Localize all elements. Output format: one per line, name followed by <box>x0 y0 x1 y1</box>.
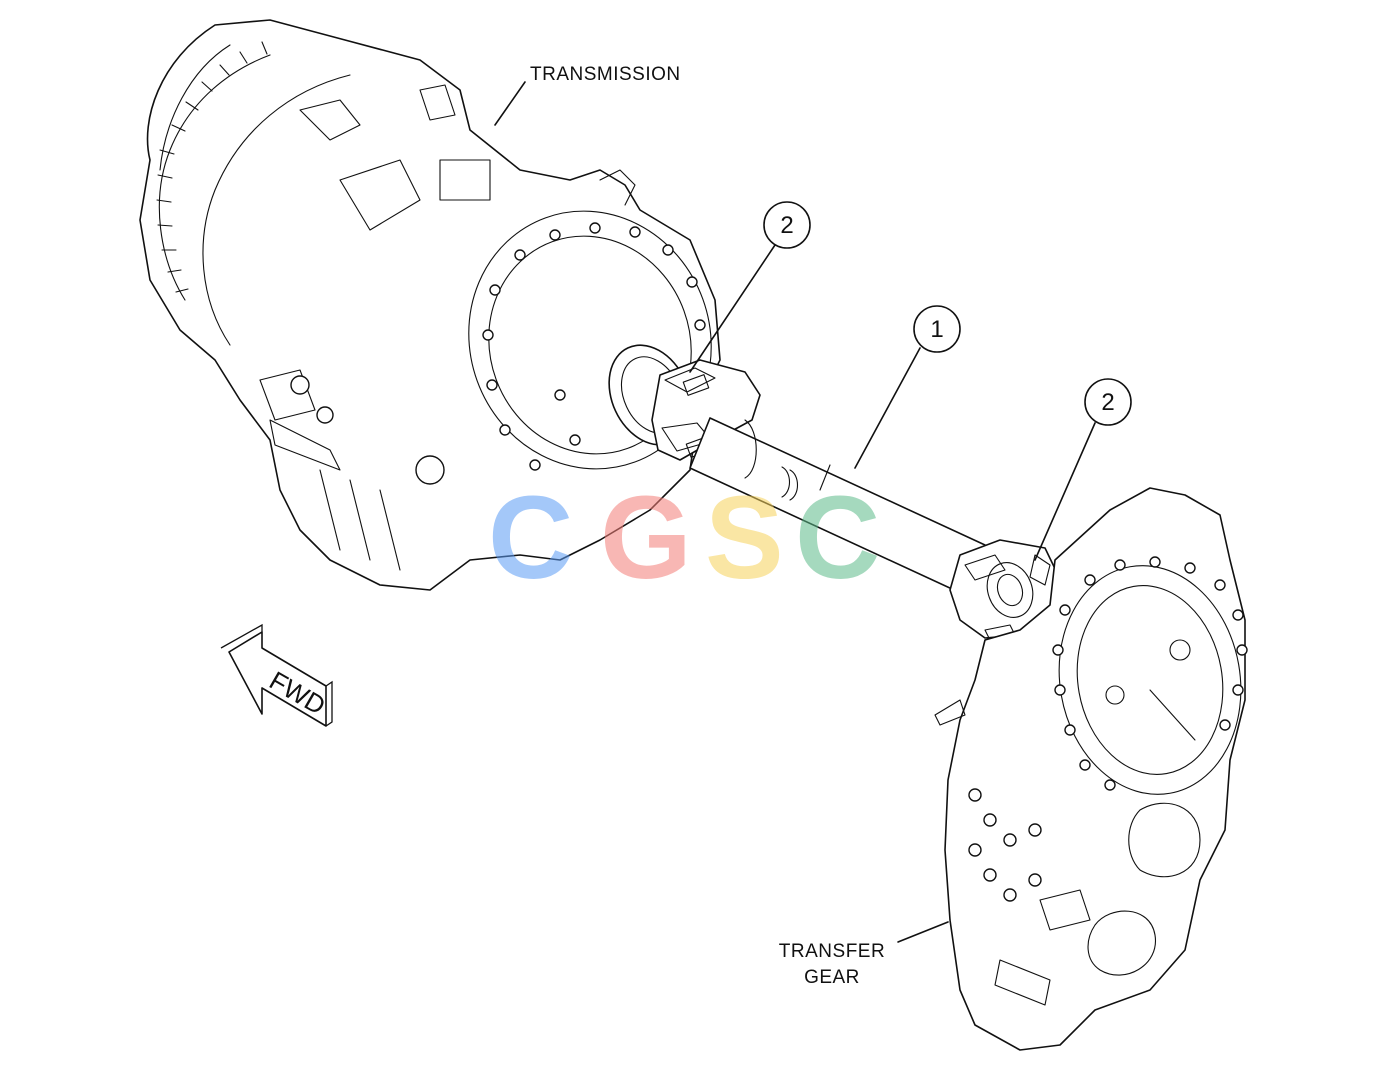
watermark-letter-s: S <box>705 472 784 604</box>
transfer-side-bolts <box>968 788 1042 902</box>
callout-number: 2 <box>1101 389 1114 416</box>
watermark-letter-c1: C <box>488 472 573 604</box>
upper-yoke-assembly <box>608 344 761 461</box>
transfer-gear-label-line1: TRANSFER <box>779 941 885 962</box>
flange-bolts <box>482 222 706 471</box>
watermark-logo: C G S C <box>488 472 880 604</box>
transfer-bolts <box>1052 556 1248 791</box>
transfer-gear-label-line2: GEAR <box>804 967 860 988</box>
callout-number: 2 <box>780 212 793 239</box>
callout-1: 1 <box>913 305 961 353</box>
flywheel-teeth <box>156 41 268 293</box>
transfer-gear-housing <box>934 487 1248 1051</box>
leader-lines <box>494 81 1096 943</box>
callout-number: 1 <box>930 316 943 343</box>
callout-2-lower: 2 <box>1084 378 1132 426</box>
callout-2-upper: 2 <box>763 201 811 249</box>
transmission-label: TRANSMISSION <box>530 64 681 85</box>
watermark-letter-g: G <box>600 472 692 604</box>
fwd-arrow-icon: FWD <box>220 623 333 727</box>
lower-yoke-assembly <box>949 539 1059 651</box>
watermark-letter-c2: C <box>795 472 880 604</box>
transmission-housing <box>139 19 721 591</box>
